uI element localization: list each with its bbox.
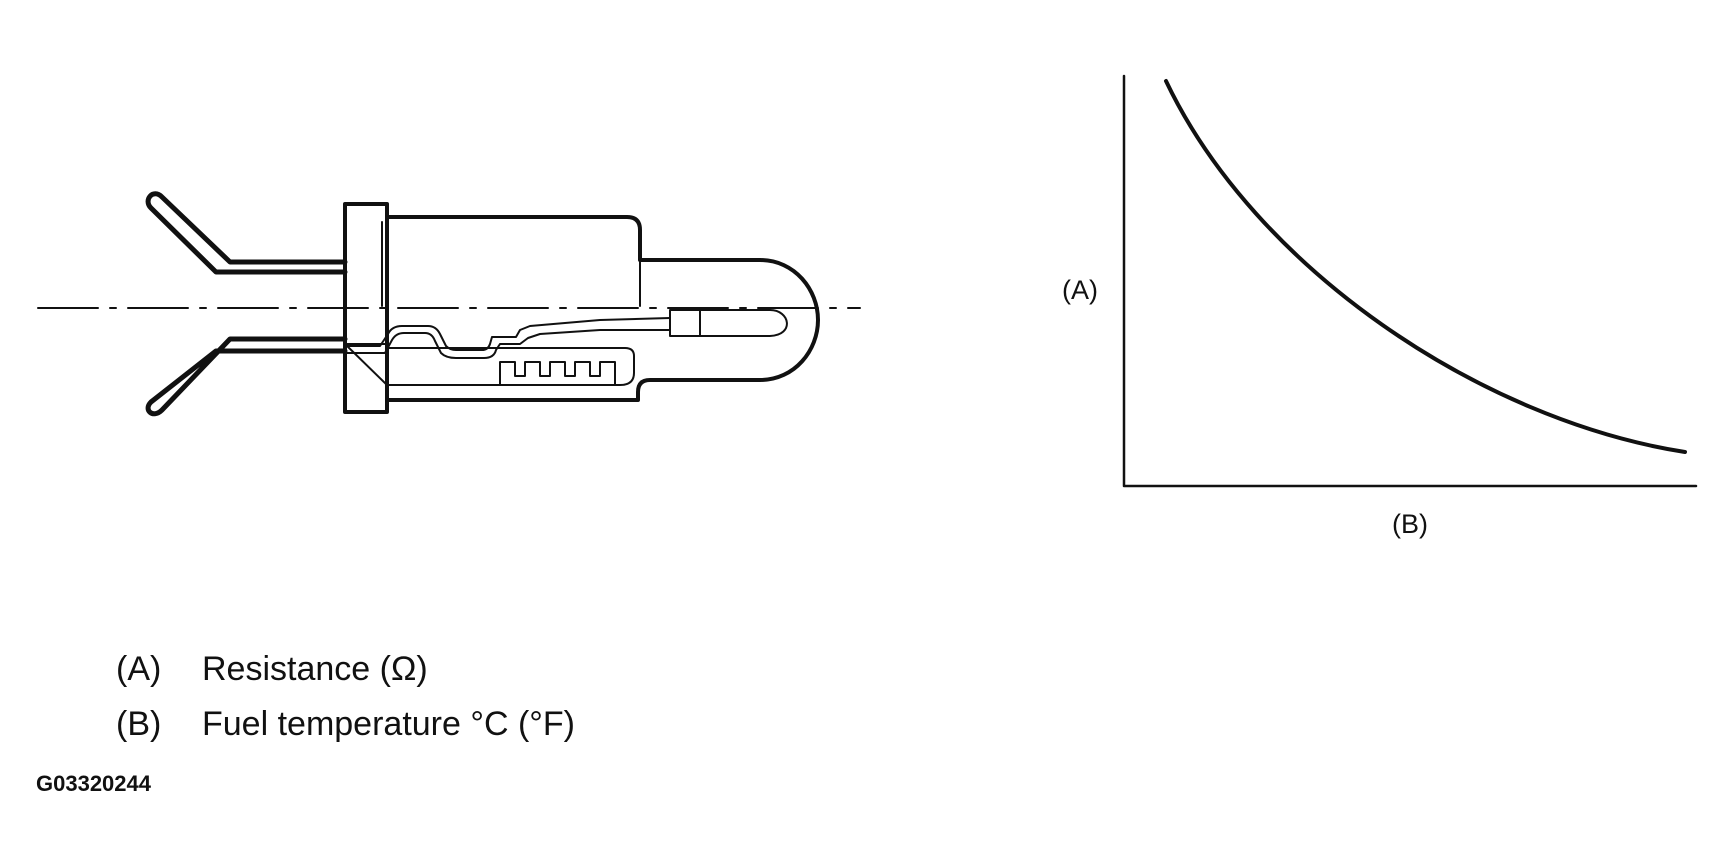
inner-cavity [344,343,635,386]
sensor-drawing [37,191,861,417]
resistance-curve [1164,79,1687,454]
lower-terminal [145,336,348,417]
legend-key: (B) [116,705,162,743]
x-axis-label: (B) [1392,509,1428,539]
legend-item-resistance: (A) Resistance (Ω) [116,650,428,689]
thermistor-element [669,309,701,337]
y-axis-label: (A) [1062,275,1098,305]
sensor-flange [343,202,389,414]
lead-wire-inner [344,329,671,359]
legend-key: (A) [116,650,162,688]
legend-item-fuel-temperature: (B) Fuel temperature °C (°F) [116,705,575,744]
resistance-graph [1122,74,1698,488]
legend-text: Resistance (Ω) [202,650,428,688]
figure-code: G03320244 [36,771,151,796]
upper-terminal [145,191,348,275]
legend-text: Fuel temperature °C (°F) [202,705,575,743]
comb-fins [499,361,616,385]
graph-axes [1122,74,1698,488]
probe-cavity [699,309,788,337]
lead-wire [344,317,671,351]
